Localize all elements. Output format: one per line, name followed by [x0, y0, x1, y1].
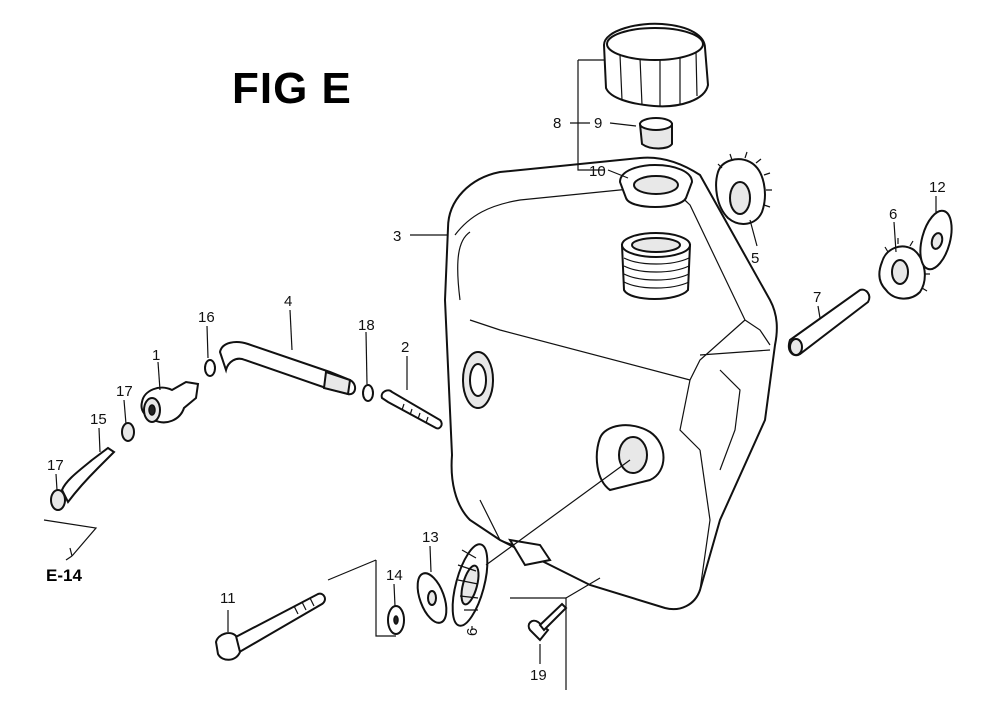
callout-19: 19 [530, 667, 547, 684]
callout-14: 14 [386, 567, 403, 584]
filler-neck [620, 232, 692, 300]
washer-14 [387, 605, 405, 635]
callout-6-lower: 6 [464, 628, 481, 636]
rod-7 [788, 288, 871, 357]
callout-4: 4 [284, 293, 292, 310]
callout-7: 7 [813, 289, 821, 306]
callout-9: 9 [594, 115, 602, 132]
filler-filter [618, 163, 694, 208]
callout-numbers: 8 9 10 3 5 12 6 7 4 16 18 2 1 17 15 17 1… [47, 115, 946, 684]
callout-12: 12 [929, 179, 946, 196]
fuel-tank [443, 156, 778, 610]
washer-13 [416, 572, 448, 624]
callout-8: 8 [553, 115, 561, 132]
grommet-6-lower [451, 543, 489, 627]
figure-title: FIG E [232, 64, 352, 113]
leader-lines [43, 59, 937, 690]
reference-label: E-14 [46, 566, 82, 585]
clip-17-lower [50, 489, 66, 511]
washer-12 [919, 209, 953, 271]
grommet-6-right [878, 238, 930, 300]
callout-6-right: 6 [889, 206, 897, 223]
callout-15: 15 [90, 411, 107, 428]
callout-3: 3 [393, 228, 401, 245]
long-bolt-11 [214, 592, 326, 661]
callout-10: 10 [589, 163, 606, 180]
callout-16: 16 [198, 309, 215, 326]
callout-17-upper: 17 [116, 383, 133, 400]
callout-5: 5 [751, 250, 759, 267]
fuel-line [218, 341, 356, 396]
callout-1: 1 [152, 347, 160, 364]
clip-17-upper [121, 422, 135, 442]
bolt-2 [380, 389, 443, 430]
screw-19 [527, 602, 568, 642]
cap-inner-plug [638, 117, 673, 150]
callout-13: 13 [422, 529, 439, 546]
hose-15 [60, 446, 116, 504]
callout-2: 2 [401, 339, 409, 356]
filler-cap [602, 22, 710, 108]
fuel-valve [140, 380, 200, 424]
clip-18 [362, 384, 374, 402]
clip-16 [204, 359, 216, 377]
grommet-5 [715, 151, 772, 225]
callout-17-lower: 17 [47, 457, 64, 474]
callout-18: 18 [358, 317, 375, 334]
callout-11: 11 [220, 590, 236, 607]
